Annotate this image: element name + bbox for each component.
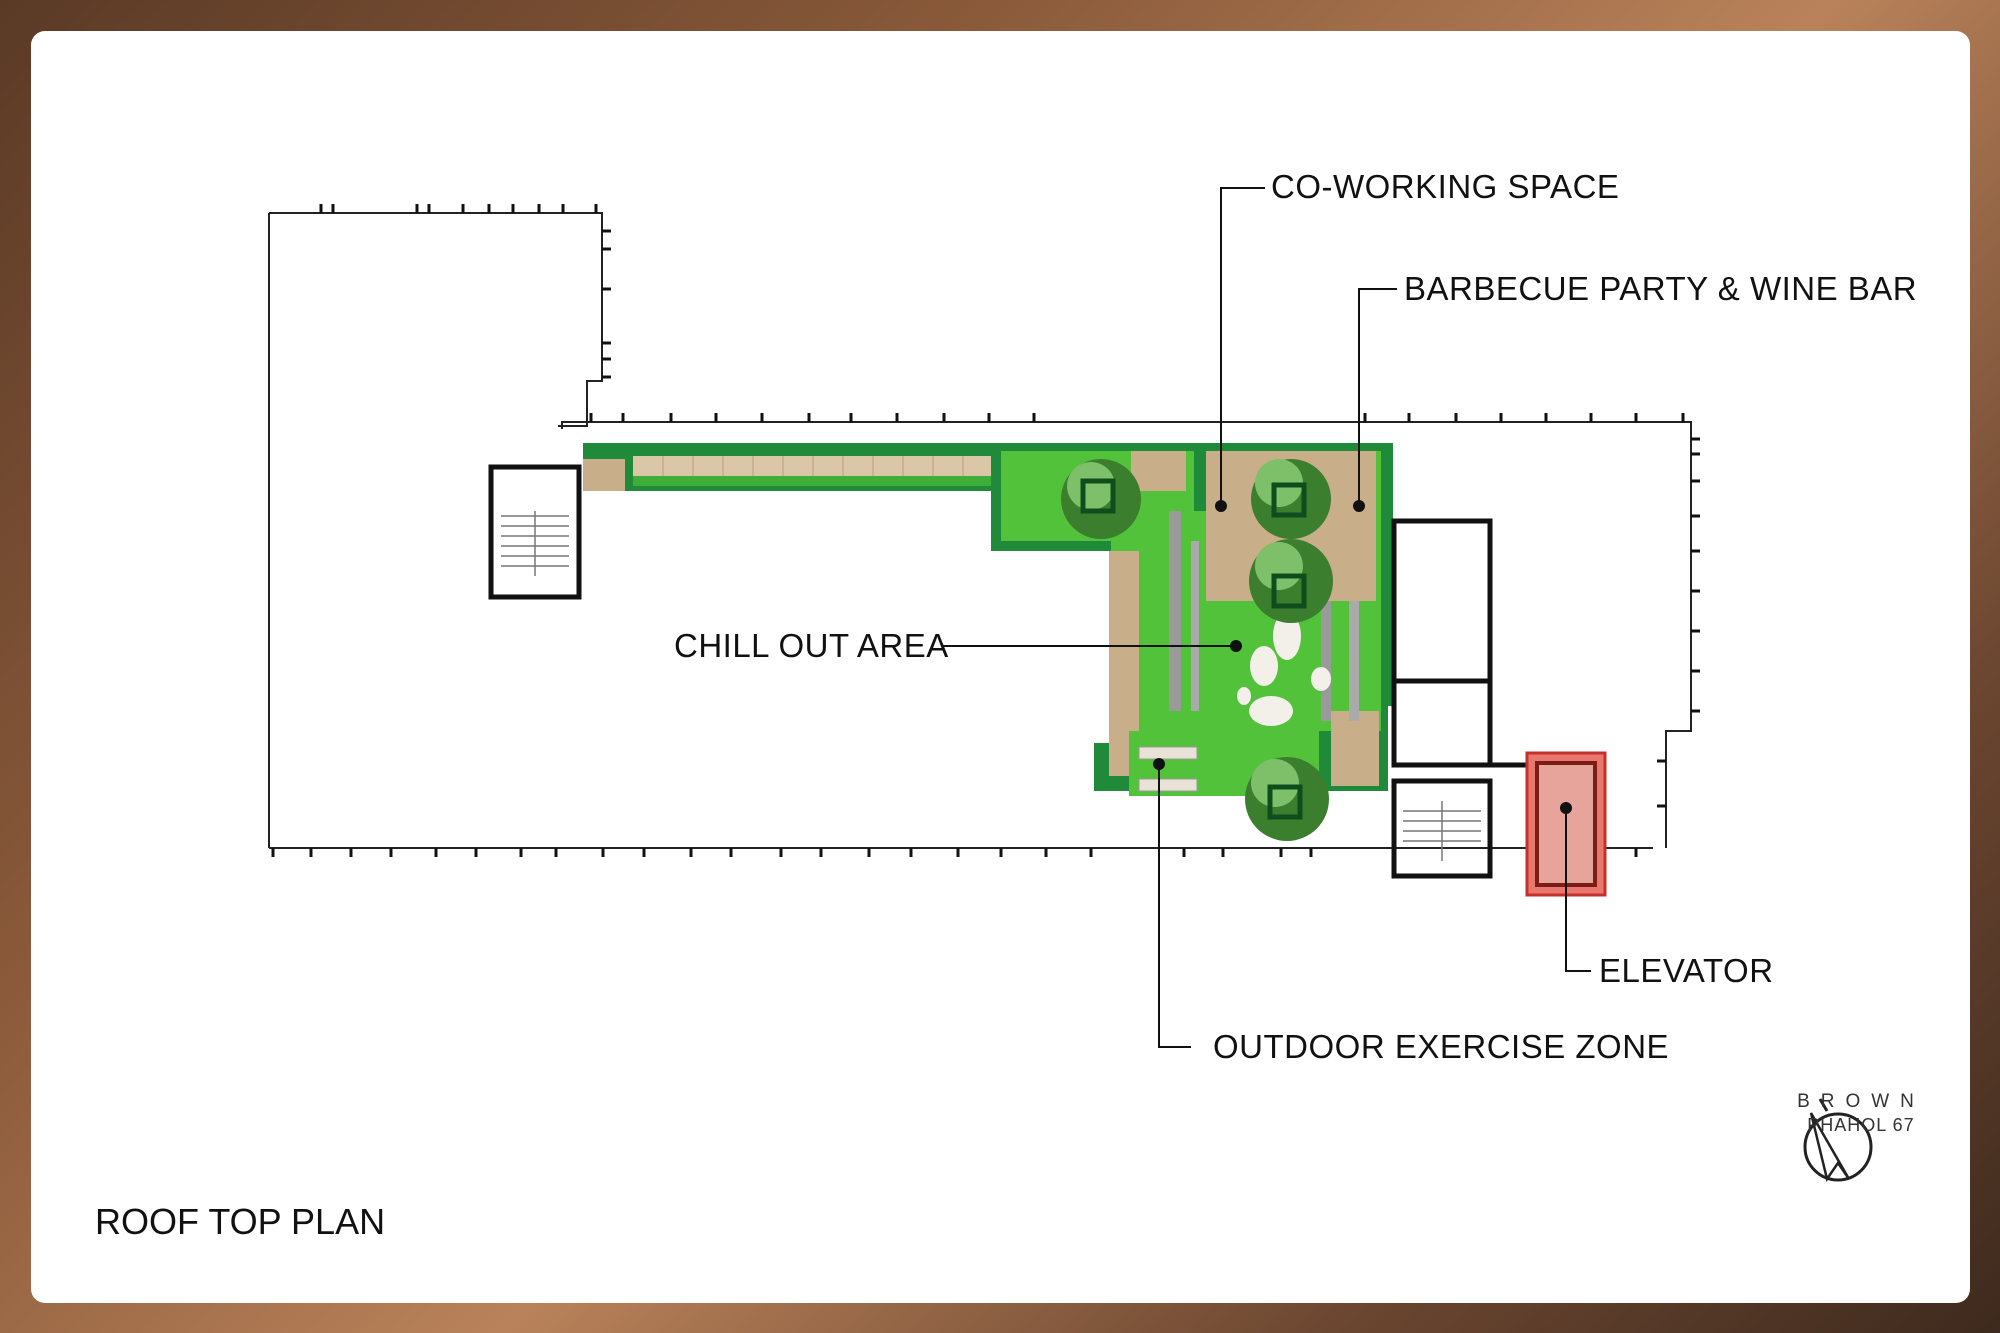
callout-elevator: ELEVATOR <box>1599 952 1774 989</box>
plan-card: CO-WORKING SPACE BARBECUE PARTY & WINE B… <box>31 31 1970 1303</box>
garden-area <box>991 443 1393 841</box>
leader-lines <box>943 187 1591 1048</box>
tree <box>1061 459 1141 539</box>
tree <box>1251 459 1331 539</box>
building-outline <box>268 212 1692 849</box>
stair-core-right <box>1403 801 1481 861</box>
brand-logo-icon <box>1803 1098 1873 1183</box>
tree <box>1245 757 1329 841</box>
callout-barbecue: BARBECUE PARTY & WINE BAR <box>1404 270 1918 307</box>
callout-coworking: CO-WORKING SPACE <box>1271 168 1620 205</box>
callout-exercise: OUTDOOR EXERCISE ZONE <box>1213 1028 1670 1065</box>
brand-block: BROWN PHAHOL 67 <box>1781 1091 1941 1136</box>
callout-chillout: CHILL OUT AREA <box>674 627 949 664</box>
stair-core-left <box>488 464 582 600</box>
service-core <box>1391 518 1531 879</box>
plan-title: ROOF TOP PLAN <box>95 1201 386 1242</box>
roof-top-plan-drawing <box>268 187 1873 1183</box>
leader-dots <box>1153 500 1572 814</box>
planter-strip <box>583 443 1023 491</box>
wall-ticks <box>271 204 1700 857</box>
tree <box>1249 539 1333 623</box>
brand-name: BROWN <box>1797 1091 1925 1112</box>
brand-subtitle: PHAHOL 67 <box>1807 1115 1915 1135</box>
